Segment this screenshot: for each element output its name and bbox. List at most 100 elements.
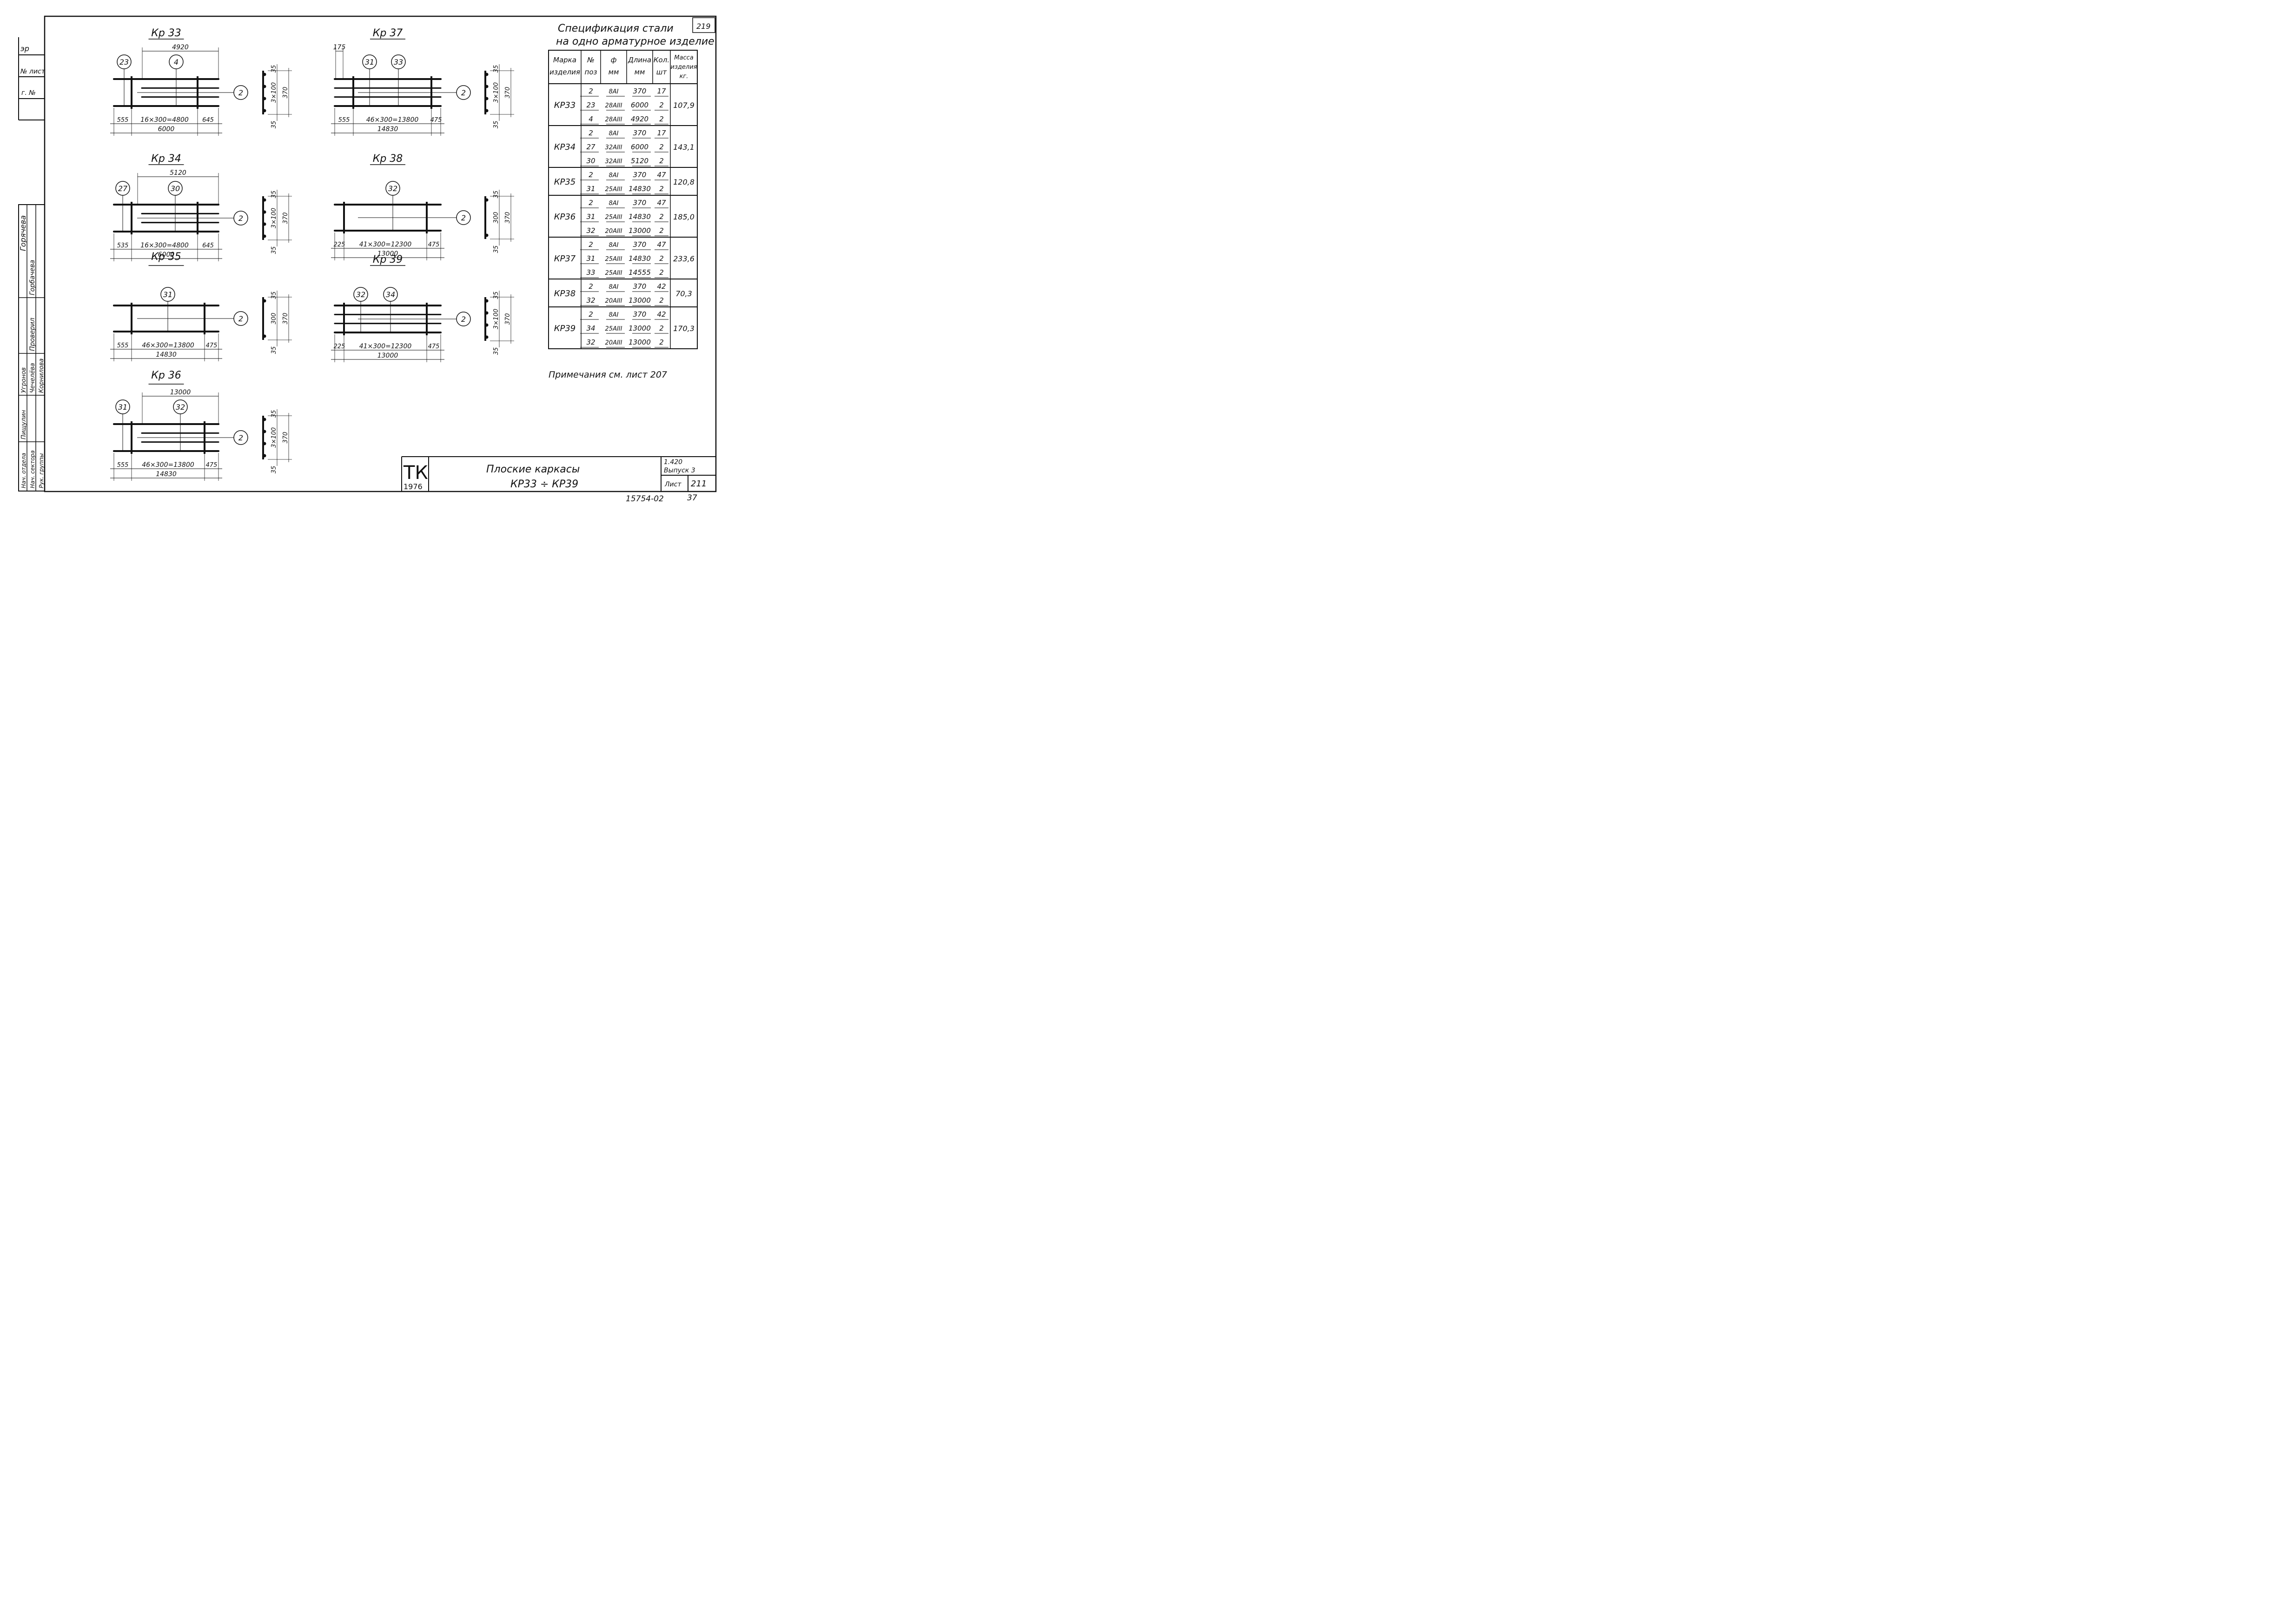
sec-dim-total: 370 <box>504 313 511 325</box>
spec-mass: 70,3 <box>675 289 692 298</box>
footer-code: 15754-02 <box>626 494 664 504</box>
title-name-1: Плоские каркасы <box>486 464 580 475</box>
frame-mark: Кр 34 <box>151 153 181 165</box>
spec-cell: 25АIII <box>605 214 622 221</box>
spec-cell: 8АI <box>609 242 619 249</box>
spec-cell: 14830 <box>629 254 651 263</box>
spec-cell: 2 <box>589 171 593 179</box>
position-number: 2 <box>238 214 243 223</box>
bar-dot <box>263 454 266 458</box>
sec-dim-top: 35 <box>271 65 278 73</box>
spec-cell: 2 <box>659 226 664 235</box>
spec-cell: 13000 <box>629 324 651 332</box>
stamp-name: Горбачева <box>29 260 36 295</box>
frame-mark: Кр 33 <box>151 27 181 39</box>
position-number: 2 <box>461 315 466 324</box>
spec-cell: 31 <box>586 185 595 193</box>
spec-cell: 17 <box>657 87 666 95</box>
bar-dot <box>485 311 489 315</box>
top-sheet-number: 219 <box>696 22 711 31</box>
dim-total: 6000 <box>158 251 175 259</box>
dim-right: 645 <box>202 117 214 124</box>
dim-middle: 16×300=4800 <box>140 116 189 124</box>
dim-middle: 46×300=13800 <box>142 342 194 349</box>
stamp-name: Чечелёва <box>29 363 36 393</box>
spec-header-text: № <box>587 56 595 64</box>
spec-cell: 31 <box>586 254 595 263</box>
spec-mass: 185,0 <box>673 213 695 221</box>
spec-header-text: изделия <box>671 64 697 71</box>
title-name-2: КР33 ÷ КР39 <box>510 478 578 490</box>
spec-cell: 2 <box>659 157 664 165</box>
spec-cell: 20АIII <box>605 339 622 346</box>
spec-cell: 6000 <box>631 143 648 151</box>
bar-2-circle <box>233 430 248 445</box>
frame-mark: Кр 38 <box>373 153 403 165</box>
position-circle <box>115 399 130 414</box>
spec-cell: 32 <box>586 296 595 305</box>
sec-dim-top: 35 <box>493 191 500 199</box>
sec-dim-bottom: 35 <box>271 346 278 354</box>
dim-total: 14830 <box>156 471 177 478</box>
sec-dim-total: 370 <box>282 313 289 325</box>
dim-left: 555 <box>117 462 129 469</box>
spec-cell: 42 <box>657 282 666 291</box>
spec-mass: 107,9 <box>673 101 695 110</box>
dim-total: 13000 <box>377 352 398 359</box>
bar-dot <box>263 334 266 338</box>
position-circle <box>353 287 368 302</box>
dim-right: 475 <box>206 462 218 469</box>
dim-left: 225 <box>334 241 345 248</box>
dim-total: 14830 <box>156 351 177 359</box>
position-circle <box>169 54 184 69</box>
spec-cell: 25АIII <box>605 256 622 263</box>
sec-dim-bottom: 35 <box>493 347 500 355</box>
spec-cell: 27 <box>586 143 596 151</box>
position-number: 33 <box>394 58 403 66</box>
note-text: Примечания см. лист 207 <box>549 370 667 380</box>
spec-cell: 370 <box>633 310 647 319</box>
spec-cell: 2 <box>659 213 664 221</box>
stamp-name: Пищулин <box>20 410 27 439</box>
spec-cell: 8АI <box>609 200 619 207</box>
spec-mark: КР37 <box>554 254 576 264</box>
spec-cell: 20АIII <box>605 228 622 235</box>
spec-cell: 2 <box>589 87 593 95</box>
spec-cell: 31 <box>586 213 595 221</box>
dim-left: 535 <box>117 242 129 249</box>
dim-left: 555 <box>117 117 129 124</box>
bar-2-circle <box>456 312 471 326</box>
bar-dot <box>263 97 266 100</box>
spec-cell: 28АIII <box>605 116 622 123</box>
dim-left: 225 <box>334 343 345 350</box>
spec-cell: 47 <box>657 240 666 249</box>
spec-cell: 2 <box>589 310 593 319</box>
top-dimension: 13000 <box>170 389 191 396</box>
spec-cell: 14830 <box>629 185 651 193</box>
issue-label: Выпуск 3 <box>664 467 695 474</box>
sec-dim-bottom: 35 <box>493 246 500 253</box>
spec-mark: КР36 <box>554 212 576 222</box>
bar-dot <box>263 198 266 202</box>
spec-cell: 25АIII <box>605 186 622 193</box>
spec-cell: 370 <box>633 129 647 137</box>
position-number: 31 <box>365 58 374 66</box>
position-number: 27 <box>118 184 128 193</box>
position-circle <box>117 54 132 69</box>
position-number: 32 <box>356 290 365 299</box>
stamp-name: Горячева <box>19 215 27 251</box>
position-number: 2 <box>238 433 243 442</box>
sec-dim-top: 35 <box>271 410 278 418</box>
spec-mass: 233,6 <box>673 254 695 263</box>
bar-2-circle <box>233 85 248 100</box>
position-circle <box>362 54 377 69</box>
spec-header-text: Масса <box>674 54 693 61</box>
